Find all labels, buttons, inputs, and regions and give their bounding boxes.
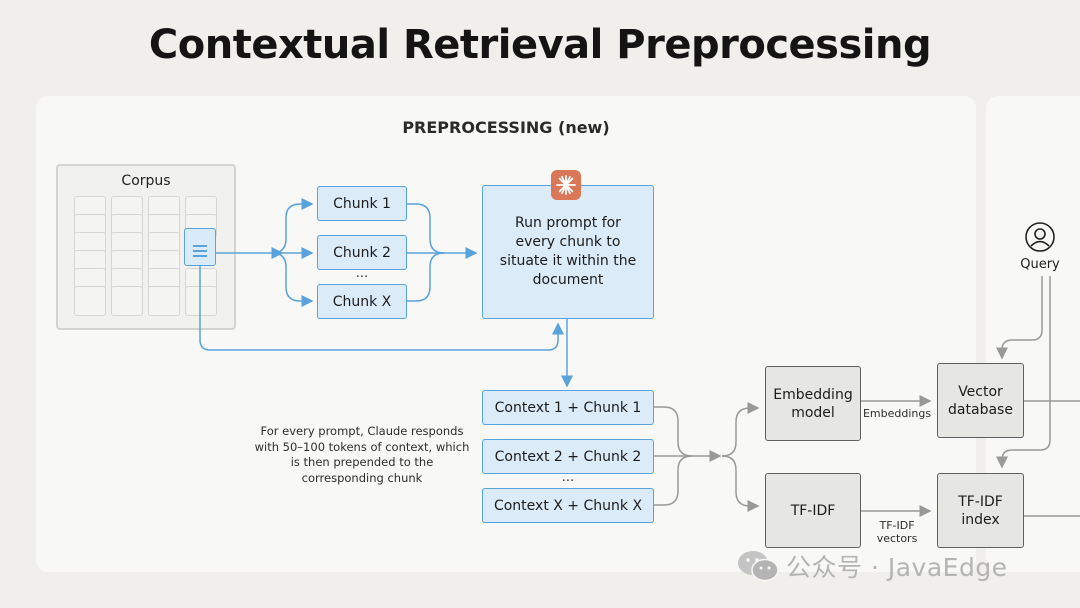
user-icon <box>1025 222 1055 252</box>
chunk-2-box: Chunk 2 <box>317 235 407 270</box>
vector-database-box: Vector database <box>937 363 1024 438</box>
tfidf-vectors-label: TF-IDF vectors <box>876 519 918 545</box>
context-1-box: Context 1 + Chunk 1 <box>482 390 654 425</box>
watermark: 公众号 · JavaEdge <box>736 548 1066 584</box>
context-2-box: Context 2 + Chunk 2 <box>482 439 654 474</box>
page-title: Contextual Retrieval Preprocessing <box>148 22 932 68</box>
tfidf-index-box: TF-IDF index <box>937 473 1024 548</box>
run-prompt-box: Run prompt for every chunk to situate it… <box>482 185 654 319</box>
tfidf-box: TF-IDF <box>765 473 861 548</box>
watermark-text: 公众号 · JavaEdge <box>786 553 1008 582</box>
query-label: Query <box>1020 257 1060 272</box>
wechat-logo-icon <box>738 551 779 582</box>
chunk-1-box: Chunk 1 <box>317 186 407 221</box>
chunks-ellipsis: ... <box>355 266 369 281</box>
embedding-model-box: Embedding model <box>765 366 861 441</box>
selected-document-icon <box>184 228 216 266</box>
claude-icon <box>551 170 581 200</box>
section-label: PREPROCESSING (new) <box>402 118 610 137</box>
corpus-document-icon <box>74 286 106 316</box>
corpus-document-icon <box>148 286 180 316</box>
claude-note: For every prompt, Claude responds with 5… <box>254 424 470 485</box>
corpus-document-icon <box>185 286 217 316</box>
contexts-ellipsis: ... <box>561 470 575 485</box>
corpus-label: Corpus <box>121 173 171 189</box>
context-x-box: Context X + Chunk X <box>482 488 654 523</box>
chunk-x-box: Chunk X <box>317 284 407 319</box>
embeddings-label: Embeddings <box>862 407 932 420</box>
corpus-document-icon <box>111 286 143 316</box>
